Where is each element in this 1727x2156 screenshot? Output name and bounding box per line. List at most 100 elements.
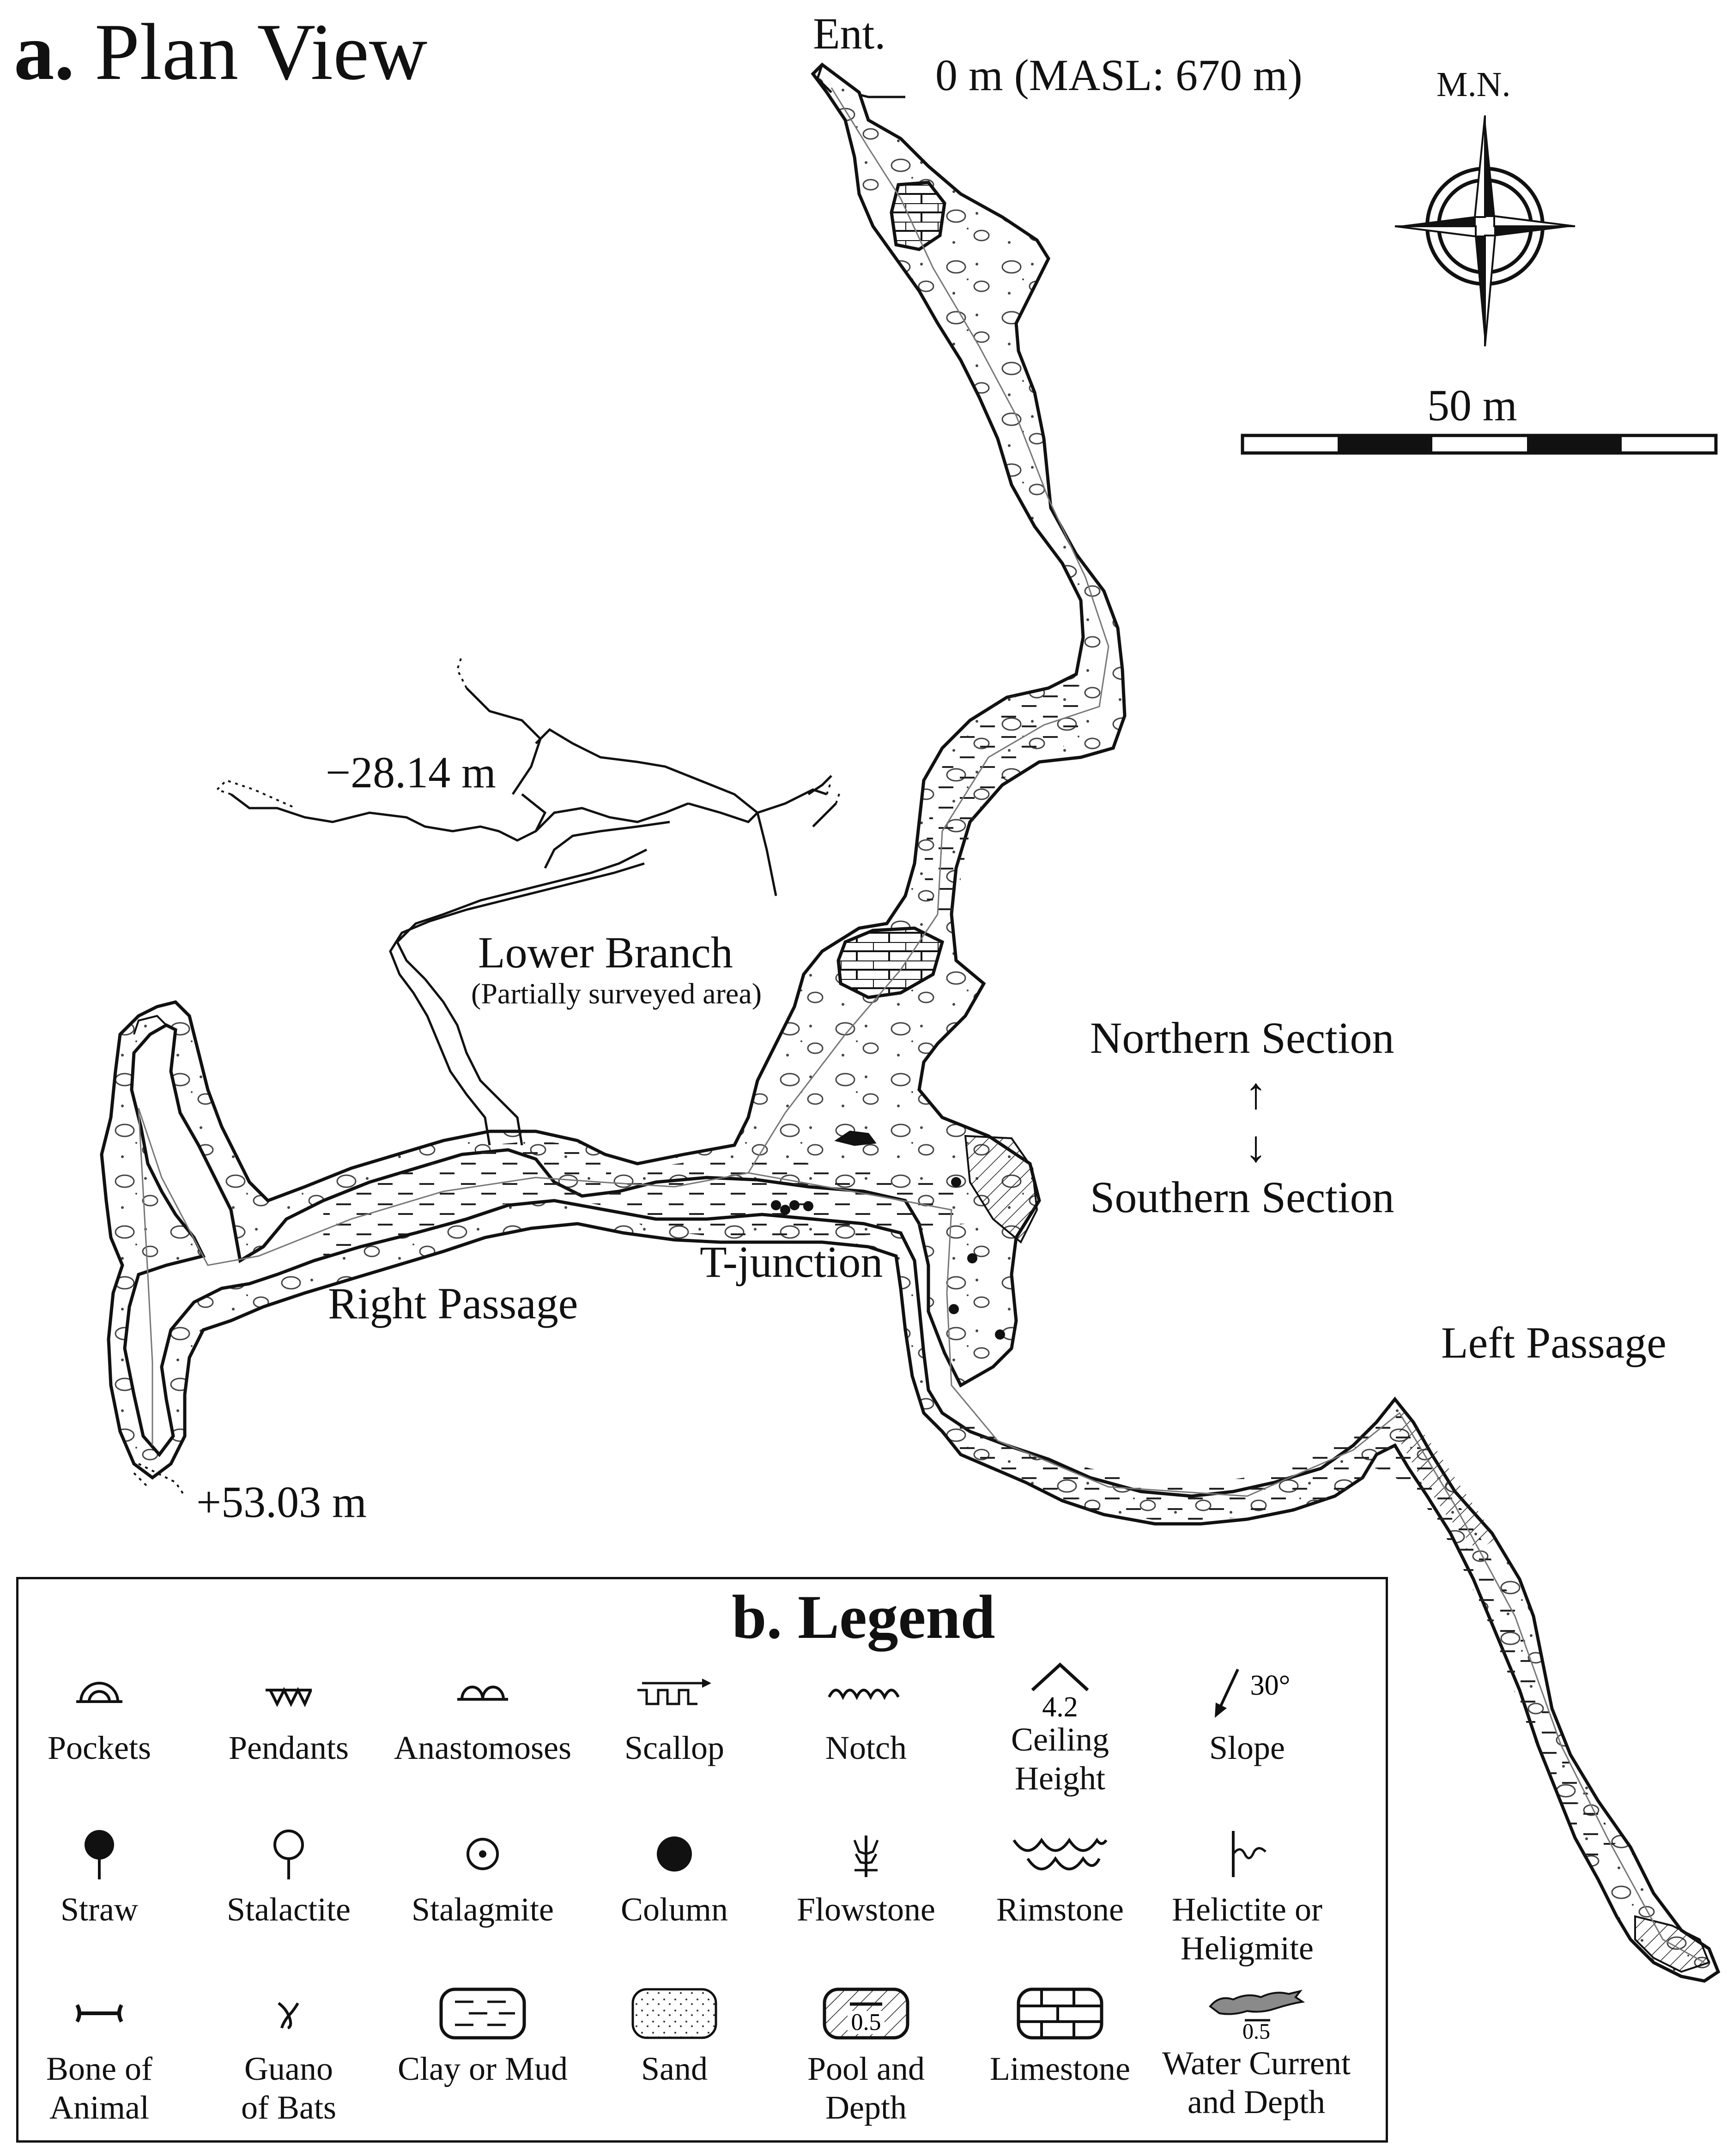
- legend-label: Stalactite: [227, 1891, 351, 1928]
- legend-label: Flowstone: [796, 1891, 936, 1928]
- scale-bar-icon: [1241, 434, 1718, 455]
- legend-label: Slope: [1209, 1729, 1285, 1766]
- pool-depth-icon: 0.5: [823, 1987, 909, 2040]
- right-passage-depth-label: +53.03 m: [196, 1477, 367, 1527]
- legend-item-scallop: Scallop: [577, 1665, 771, 1767]
- legend-label: Pendants: [229, 1729, 349, 1766]
- legend-item-anastomoses: Anastomoses: [386, 1665, 580, 1767]
- legend-label: Notch: [825, 1729, 907, 1766]
- scale-bar-label: 50 m: [1427, 380, 1517, 430]
- legend-label: Clay or Mud: [398, 2050, 568, 2087]
- legend-item-pool: 0.5 Pool and Depth: [769, 1986, 963, 2127]
- legend-label: Rimstone: [996, 1891, 1124, 1928]
- legend-item-helictite: Helictite or Heligmite: [1150, 1826, 1344, 1968]
- legend-item-guano: Guano of Bats: [192, 1986, 386, 2127]
- entrance-label: Ent.: [813, 9, 886, 58]
- down-arrow-label: ↓: [1245, 1122, 1267, 1171]
- legend-label: Helictite or Heligmite: [1172, 1891, 1322, 1967]
- limestone-block-north: [890, 181, 946, 251]
- lower-branch-depth-label: −28.14 m: [326, 748, 496, 797]
- pendants-icon: [266, 1687, 312, 1708]
- lower-branch-passage: [230, 687, 837, 1146]
- legend-item-stalactite: Stalactite: [192, 1826, 386, 1929]
- legend-item-sand: Sand: [577, 1986, 771, 2088]
- sand-icon: [631, 1988, 717, 2039]
- legend-item-clay: Clay or Mud: [386, 1986, 580, 2088]
- northern-section-label: Northern Section: [1090, 1013, 1394, 1063]
- column-icon: [657, 1836, 692, 1872]
- water-depth-value: 0.5: [1242, 2019, 1270, 2041]
- ceiling-height-icon: 4.2: [1031, 1662, 1089, 1720]
- legend-item-stalagmite: Stalagmite: [386, 1826, 580, 1929]
- legend-label: Bone of Animal: [46, 2050, 152, 2126]
- pool-zone-t-junction: [964, 1135, 1038, 1244]
- southern-section-label: Southern Section: [1090, 1172, 1394, 1222]
- limestone-icon: [1017, 1987, 1103, 2040]
- right-passage-top-end: [133, 1015, 167, 1035]
- legend-label: Sand: [641, 2050, 708, 2087]
- legend-item-ceiling-height: 4.2 Ceiling Height: [963, 1655, 1157, 1798]
- slope-value: 30°: [1250, 1670, 1291, 1701]
- anastomoses-icon: [457, 1685, 508, 1701]
- scallop-icon: [637, 1679, 711, 1705]
- legend-label: Ceiling Height: [1011, 1721, 1109, 1797]
- notch-icon: [828, 1689, 900, 1700]
- ceiling-height-value: 4.2: [1042, 1691, 1078, 1720]
- clay-mud-icon: [439, 1987, 526, 2040]
- column-markers: [771, 1177, 1005, 1340]
- legend-label: Straw: [61, 1891, 138, 1928]
- legend-title-letter: b.: [732, 1583, 782, 1652]
- legend-title-text: Legend: [798, 1583, 995, 1652]
- legend-item-slope: 30° Slope: [1150, 1665, 1344, 1767]
- legend-item-pendants: Pendants: [192, 1665, 386, 1767]
- straw-icon: [85, 1830, 114, 1879]
- pool-depth-value: 0.5: [851, 2009, 881, 2035]
- legend-item-notch: Notch: [769, 1665, 963, 1767]
- legend-item-water-current: 0.5 Water Current and Depth: [1159, 1981, 1353, 2121]
- left-passage-label: Left Passage: [1441, 1318, 1666, 1367]
- bone-icon: [75, 2004, 123, 2023]
- legend-item-straw: Straw: [2, 1826, 196, 1929]
- slope-icon: 30°: [1215, 1668, 1291, 1718]
- entrance-marker: [816, 64, 905, 98]
- guano-icon: [278, 2002, 299, 2029]
- lower-branch-note: (Partially surveyed area): [471, 977, 762, 1010]
- stalactite-icon: [273, 1830, 304, 1879]
- rimstone-icon: [1012, 1837, 1108, 1871]
- legend-label: Stalagmite: [412, 1891, 554, 1928]
- entrance-elevation: 0 m (MASL: 670 m): [935, 50, 1303, 100]
- legend-item-pockets: Pockets: [2, 1665, 196, 1767]
- helictite-icon: [1232, 1831, 1266, 1877]
- legend-label: Guano of Bats: [241, 2050, 336, 2126]
- water-current-icon: 0.5: [1209, 1989, 1305, 2041]
- right-passage-label: Right Passage: [328, 1279, 578, 1328]
- map-title-text: Plan View: [95, 7, 428, 97]
- legend-item-column: Column: [577, 1826, 771, 1929]
- survey-centerline-left: [748, 1172, 1705, 1963]
- legend-title: b. Legend: [0, 1582, 1727, 1653]
- legend-item-flowstone: Flowstone: [769, 1826, 963, 1929]
- legend-label: Water Current and Depth: [1162, 2045, 1351, 2120]
- up-arrow-label: ↑: [1245, 1069, 1267, 1118]
- limestone-block-small: [834, 1130, 877, 1146]
- legend-item-rimstone: Rimstone: [963, 1826, 1157, 1929]
- flowstone-icon: [853, 1836, 879, 1877]
- map-title: a. Plan View: [14, 12, 427, 92]
- clay-zone-north: [924, 674, 1083, 924]
- legend-label: Column: [620, 1891, 728, 1928]
- legend-label: Scallop: [624, 1729, 724, 1766]
- legend-label: Pool and Depth: [807, 2050, 925, 2126]
- pool-zone-left: [1400, 1404, 1497, 1552]
- lower-branch-label: Lower Branch: [478, 928, 733, 977]
- right-passage-end-dotted: [133, 1463, 186, 1497]
- pockets-icon: [76, 1682, 122, 1703]
- map-title-letter: a.: [14, 7, 75, 97]
- survey-centerline: [138, 87, 1109, 1445]
- legend-item-bone: Bone of Animal: [2, 1986, 196, 2127]
- north-arrow-icon: [1394, 115, 1576, 347]
- legend-label: Limestone: [990, 2050, 1130, 2087]
- legend-label: Pockets: [48, 1729, 151, 1766]
- stalagmite-icon: [467, 1838, 499, 1870]
- lower-branch-unsurveyed: [215, 655, 842, 809]
